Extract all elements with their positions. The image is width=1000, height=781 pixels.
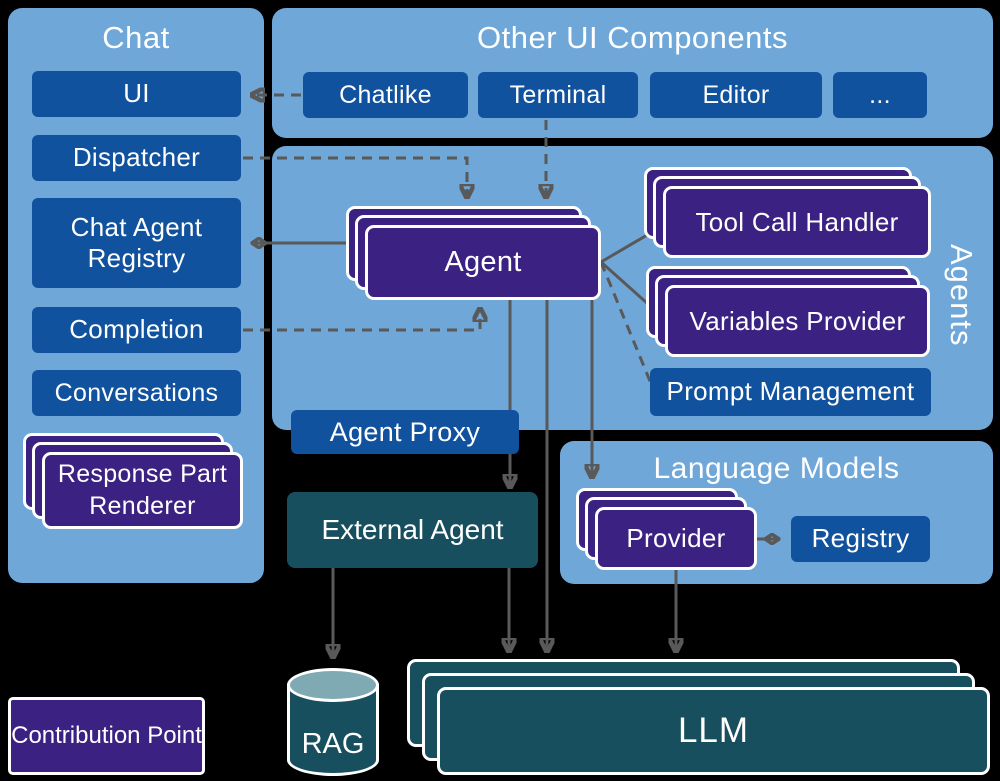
edge-completion-to-agent [243, 310, 480, 332]
agent-box: Agent [365, 225, 601, 300]
language-models-title: Language Models [653, 452, 900, 485]
other-ui-panel-title: Other UI Components [476, 20, 789, 55]
tool-call-handler-stack: Tool Call Handler [644, 167, 931, 258]
response-part-renderer-box: Response Part Renderer [42, 452, 243, 529]
agent-stack: Agent [346, 206, 601, 300]
provider-box: Provider [595, 507, 757, 570]
rag-cylinder-top [287, 668, 379, 702]
llm-box: LLM [437, 687, 990, 775]
ui-box: UI [32, 71, 241, 117]
llm-stack: LLM [407, 659, 990, 775]
agents-panel-label: Agents [944, 243, 979, 347]
terminal-box: Terminal [478, 72, 638, 118]
registry-box: Registry [791, 516, 930, 562]
rag-label: RAG [301, 727, 365, 760]
editor-box: Editor [650, 72, 822, 118]
chatlike-box: Chatlike [303, 72, 468, 118]
chat-panel-title: Chat [102, 20, 170, 55]
response-part-renderer-stack: Response Part Renderer [23, 433, 243, 529]
tool-call-handler-box: Tool Call Handler [663, 186, 931, 258]
rag-database: RAG [287, 668, 379, 776]
edge-agent-to-prompt-management [599, 261, 654, 387]
variables-provider-stack: Variables Provider [646, 266, 930, 357]
completion-box: Completion [32, 307, 241, 353]
agent-proxy-box: Agent Proxy [291, 410, 519, 454]
prompt-management-box: Prompt Management [650, 368, 931, 416]
external-agent-box: External Agent [287, 492, 538, 568]
conversations-box: Conversations [32, 370, 241, 416]
chat-agent-registry-box: Chat Agent Registry [32, 198, 241, 288]
contribution-point-legend: Contribution Point [8, 697, 205, 775]
variables-provider-box: Variables Provider [665, 285, 930, 357]
dispatcher-box: Dispatcher [32, 135, 241, 181]
edge-dispatcher-to-agent [243, 156, 467, 196]
more-components-box: ... [833, 72, 927, 118]
provider-stack: Provider [576, 488, 757, 570]
